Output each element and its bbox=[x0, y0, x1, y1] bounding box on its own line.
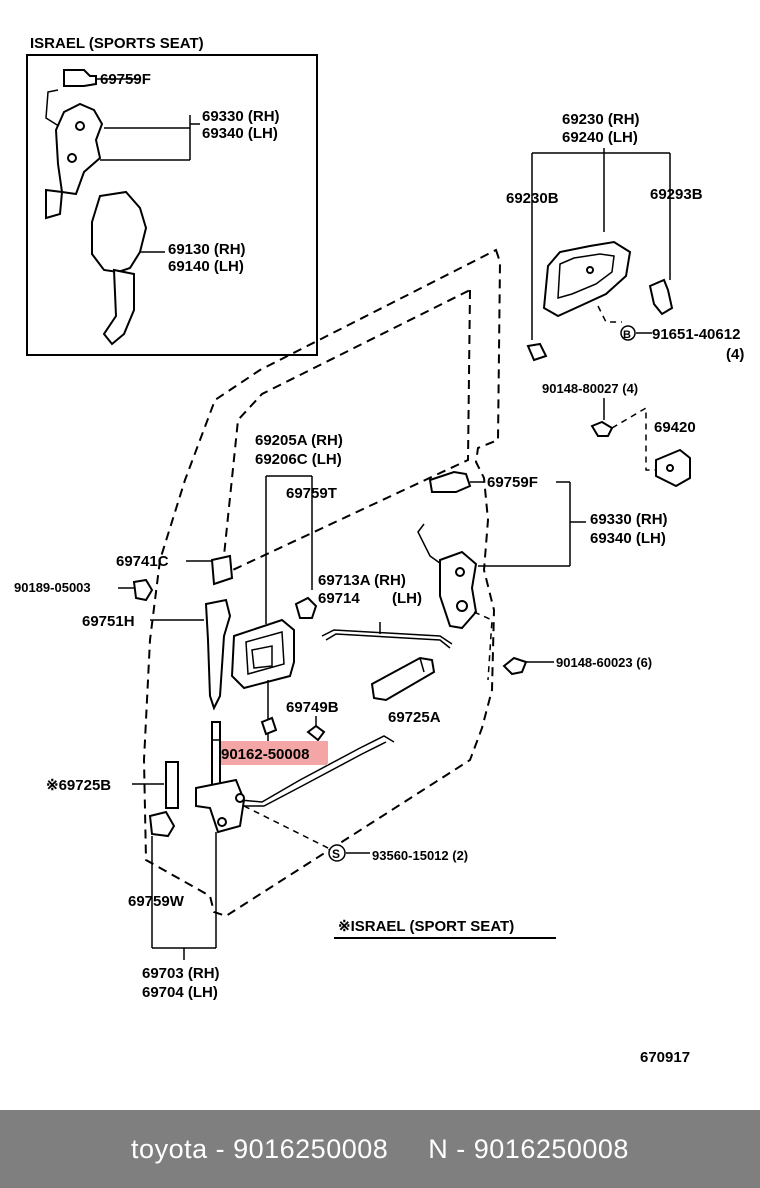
code-S: S bbox=[332, 847, 340, 861]
part-69725A-group: 69725A bbox=[370, 656, 441, 726]
screw-90162-50008 bbox=[260, 716, 278, 736]
label-90162-50008: 90162-50008 bbox=[221, 746, 309, 763]
footer-bar: toyota - 9016250008 N - 9016250008 bbox=[0, 1110, 760, 1188]
label-69759T: 69759T bbox=[286, 485, 337, 502]
footer-gap bbox=[388, 1134, 428, 1165]
label-69703: 69703 (RH) bbox=[142, 965, 220, 982]
label-69340: 69340 (LH) bbox=[590, 530, 666, 547]
inside-handle-group: 69205A (RH) 69206C (LH) 69759T 69713A (R… bbox=[230, 432, 453, 690]
clip-69749B bbox=[306, 724, 326, 742]
label-90148-80027: 90148-80027 (4) bbox=[542, 381, 638, 396]
door-lock-group: 69759F 69330 (RH) 69340 (LH) bbox=[417, 470, 668, 630]
label-69330: 69330 (RH) bbox=[590, 511, 668, 528]
drawing-number: 670917 bbox=[640, 1049, 690, 1066]
label-91651: 91651-40612 bbox=[652, 326, 740, 343]
bolt-90148-80027-group: 90148-80027 (4) 69420 bbox=[542, 381, 696, 488]
inset-label-69140: 69140 (LH) bbox=[168, 258, 244, 275]
label-69751H: 69751H bbox=[82, 613, 135, 630]
clip-69759W bbox=[148, 810, 176, 838]
bolt-90148-80027 bbox=[590, 420, 614, 437]
footer-brand-part: toyota - 9016250008 bbox=[131, 1133, 389, 1164]
label-69725A: 69725A bbox=[388, 709, 441, 726]
inside-handle-bezel bbox=[230, 618, 295, 690]
part-69751H bbox=[204, 598, 232, 711]
label-69205A: 69205A (RH) bbox=[255, 432, 343, 449]
inset-israel-sports-seat: ISRAEL (SPORTS SEAT) 69759F 69330 (RH) 6… bbox=[26, 35, 318, 356]
part-69725A bbox=[370, 656, 436, 702]
label-69741C: 69741C bbox=[116, 553, 169, 570]
label-69240: 69240 (LH) bbox=[562, 129, 638, 146]
highlight-90162-50008 bbox=[218, 741, 328, 765]
handle-bracket-69293B bbox=[648, 278, 674, 316]
part-69741C bbox=[210, 554, 234, 586]
door-lock-control-group: ※69725B S 93560-15012 (2) 69759W 69703 (… bbox=[46, 721, 468, 1001]
inset-label-69340: 69340 (LH) bbox=[202, 125, 278, 142]
door-outline bbox=[142, 248, 502, 918]
code-B: B bbox=[623, 329, 631, 341]
note-israel-sport-seat: ※ISRAEL (SPORT SEAT) bbox=[338, 918, 514, 935]
clip-69759F-inset bbox=[63, 69, 97, 87]
part-69749B-group: 69749B 90162-50008 bbox=[218, 680, 395, 807]
label-69714-lh: (LH) bbox=[392, 590, 422, 607]
parts-diagram: ISRAEL (SPORTS SEAT) 69759F 69330 (RH) 6… bbox=[14, 35, 744, 1066]
part-69725B bbox=[165, 761, 179, 809]
label-69704: 69704 (LH) bbox=[142, 984, 218, 1001]
label-69420: 69420 bbox=[654, 419, 696, 436]
label-90189: 90189-05003 bbox=[14, 580, 91, 595]
left-parts: 69741C 90189-05003 69751H bbox=[14, 553, 234, 711]
inset-label-69759F: 69759F bbox=[100, 71, 151, 88]
label-69230: 69230 (RH) bbox=[562, 111, 640, 128]
label-69230B: 69230B bbox=[506, 190, 559, 207]
inset-label-69330: 69330 (RH) bbox=[202, 108, 280, 125]
part-90189 bbox=[132, 578, 154, 602]
label-69759F: 69759F bbox=[487, 474, 538, 491]
screw-69230B bbox=[526, 342, 548, 362]
clip-69713A bbox=[294, 596, 318, 619]
label-90148-60023: 90148-60023 (6) bbox=[556, 655, 652, 670]
label-69206C: 69206C (LH) bbox=[255, 451, 342, 468]
door-lock bbox=[439, 550, 478, 630]
label-69293B: 69293B bbox=[650, 186, 703, 203]
inset-label-69130: 69130 (RH) bbox=[168, 241, 246, 258]
label-69725B: ※69725B bbox=[46, 777, 111, 794]
label-69759W: 69759W bbox=[128, 893, 185, 910]
footer-n-part: N - 9016250008 bbox=[428, 1133, 629, 1164]
remote-control-inset bbox=[91, 190, 148, 274]
outside-handle bbox=[542, 240, 632, 318]
label-93560: 93560-15012 (2) bbox=[372, 848, 468, 863]
outside-handle-group: 69230 (RH) 69240 (LH) 69230B 69293B B 91… bbox=[506, 111, 744, 363]
label-69749B: 69749B bbox=[286, 699, 339, 716]
label-69714: 69714 bbox=[318, 590, 360, 607]
inset-title: ISRAEL (SPORTS SEAT) bbox=[30, 35, 204, 52]
door-lock-control bbox=[195, 778, 246, 834]
bolt-90148-60023 bbox=[502, 656, 528, 676]
label-91651-qty: (4) bbox=[726, 346, 744, 363]
bolt-90148-60023-group: 90148-60023 (6) bbox=[473, 611, 652, 681]
clip-69759F bbox=[428, 470, 472, 493]
label-69713A: 69713A (RH) bbox=[318, 572, 406, 589]
door-lock-inset bbox=[54, 102, 104, 196]
